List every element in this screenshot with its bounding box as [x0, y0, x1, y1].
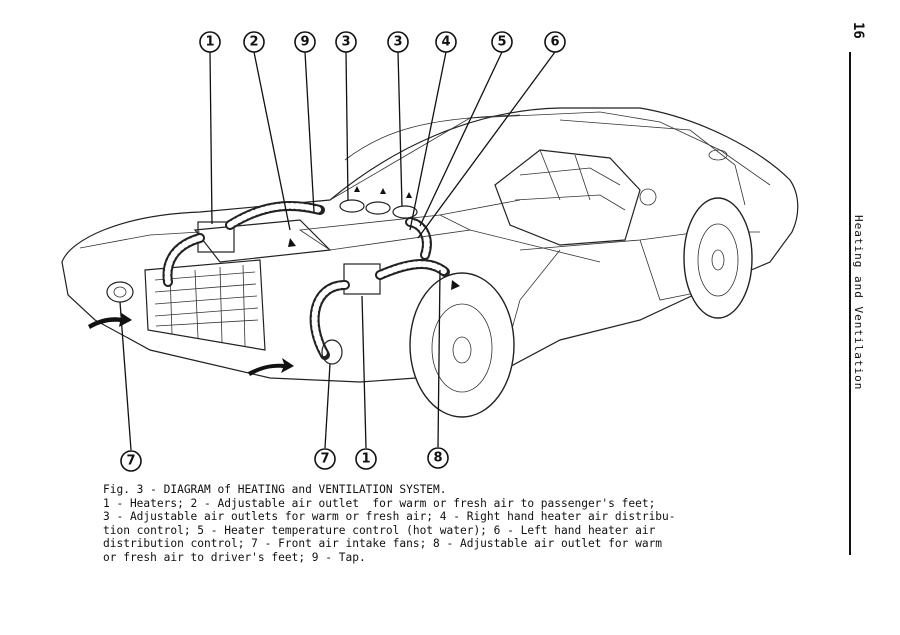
callout-number: 1 [361, 452, 370, 467]
figure-caption: Fig. 3 - DIAGRAM of HEATING and VENTILAT… [103, 483, 783, 565]
page-number: 16 [850, 22, 866, 39]
caption-line: distribution control; 7 - Front air inta… [103, 537, 663, 551]
caption-title: Fig. 3 - DIAGRAM of HEATING and VENTILAT… [103, 483, 447, 496]
callout-1-bottom: 1 [355, 448, 377, 470]
caption-line: 3 - Adjustable air outlets for warm or f… [103, 510, 676, 524]
callout-8: 8 [427, 447, 449, 469]
callout-number: 3 [393, 35, 402, 50]
leader-lines [119, 51, 556, 451]
callout-1-top: 1 [199, 31, 221, 53]
callout-number: 8 [433, 451, 442, 466]
caption-line: or fresh air to driver's feet; 9 - Tap. [103, 550, 366, 564]
callout-number: 7 [126, 454, 135, 469]
callout-6: 6 [544, 31, 566, 53]
engine [494, 149, 657, 246]
car-cutaway-illustration: 1 2 9 3 3 4 5 6 7 7 1 8 [61, 31, 799, 472]
callout-number: 9 [300, 35, 309, 50]
callout-3-left: 3 [335, 31, 357, 53]
dash-outlets [298, 199, 601, 263]
callout-5: 5 [491, 31, 513, 53]
callout-number: 7 [320, 452, 329, 467]
air-ducts [162, 200, 450, 360]
margin-rule [849, 52, 851, 555]
callout-2: 2 [243, 31, 265, 53]
callout-7-left: 7 [120, 450, 142, 472]
radiator [144, 219, 332, 351]
callout-number: 1 [205, 35, 214, 50]
intake-fans [106, 281, 343, 365]
heater-units [197, 221, 381, 295]
callout-number: 5 [497, 35, 506, 50]
car-body [61, 107, 799, 383]
callout-number: 4 [441, 35, 450, 50]
callout-3-right: 3 [387, 31, 409, 53]
callout-4: 4 [435, 31, 457, 53]
callout-number: 2 [249, 35, 258, 50]
airflow-arrows [88, 186, 460, 376]
caption-line: tion control; 5 - Heater temperature con… [103, 523, 656, 537]
callout-9: 9 [294, 31, 316, 53]
section-title: Heating and Ventilation [852, 215, 865, 391]
callout-number: 3 [341, 35, 350, 50]
callout-number: 6 [550, 35, 559, 50]
wheels [409, 197, 753, 418]
caption-line: 1 - Heaters; 2 - Adjustable air outlet f… [103, 496, 656, 510]
callout-7-right: 7 [314, 448, 336, 470]
